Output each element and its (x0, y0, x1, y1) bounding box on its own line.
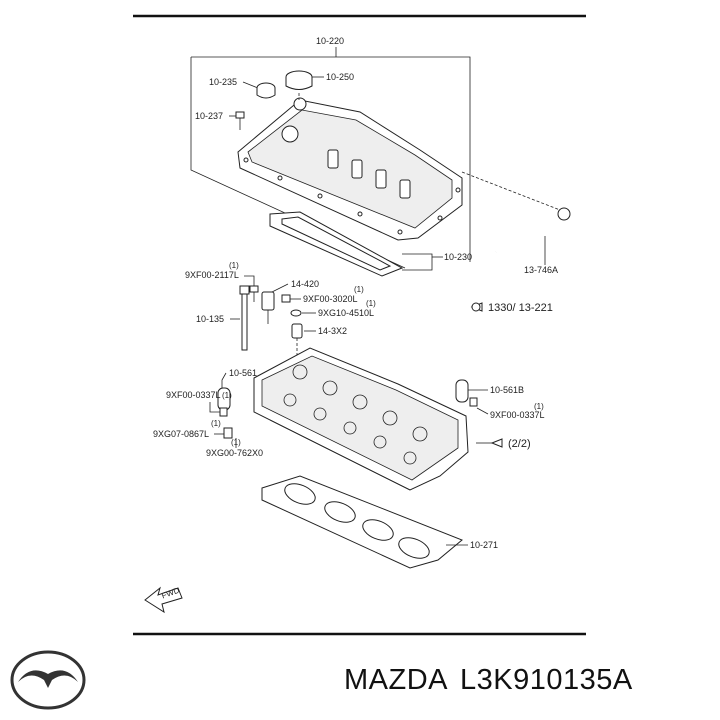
part-10-561: 10-561 (217, 368, 257, 411)
label-10-235: 10-235 (209, 77, 237, 87)
head-bolt-part: 10-135 (196, 285, 250, 351)
label-9xf00-3020l: 9XF00-3020L (303, 294, 358, 304)
bolt-9xg10-4510l: (1) 9XG10-4510L (290, 299, 376, 318)
part-number: L3K910135A (460, 664, 633, 696)
qty-0337l-left: (1) (222, 391, 232, 400)
label-10-271: 10-271 (470, 540, 498, 550)
label-10-230: 10-230 (444, 252, 472, 262)
label-9xf00-0337l-right: 9XF00-0337L (490, 410, 545, 420)
label-10-250: 10-250 (326, 72, 354, 82)
part-10-561b: 10-561B (455, 379, 524, 403)
label-9xf00-0337l-left: 9XF00-0337L (166, 390, 221, 400)
qty-4510l: (1) (366, 299, 376, 308)
fwd-arrow-icon: FWD (144, 586, 183, 614)
label-10-135: 10-135 (196, 314, 224, 324)
label-2-2: (2/2) (508, 438, 531, 450)
head-gasket-part: 10-271 (261, 475, 498, 569)
mazda-logo-icon (10, 650, 86, 710)
label-13-746a: 13-746A (524, 265, 558, 275)
qty-3020l: (1) (354, 285, 364, 294)
qty-2117l: (1) (229, 261, 239, 270)
label-14-420: 14-420 (291, 279, 319, 289)
cylinder-head (253, 347, 469, 491)
label-10-237: 10-237 (195, 111, 223, 121)
qty-0337l-right: (1) (534, 402, 544, 411)
label-10-561: 10-561 (229, 368, 257, 378)
part-14-3x2: 14-3X2 (291, 323, 347, 360)
footer-part-number: MAZDA L3K910135A (344, 664, 645, 697)
bolt-9xg07-0867l: (1) 9XG07-0867L (153, 419, 233, 439)
label-14-3x2: 14-3X2 (318, 326, 347, 336)
label-9xg10-4510l: 9XG10-4510L (318, 308, 374, 318)
pcv-hose-part: 13-746A (461, 171, 571, 275)
part-14-420: 14-420 (261, 279, 319, 324)
cover-bolt-part: 10-237 (195, 111, 245, 130)
ref-1330: 1330/ 13-221 (470, 302, 553, 314)
bolt-9xg00-762x0: (1) 9XG00-762X0 (206, 438, 263, 458)
label-9xg07-0867l: 9XG07-0867L (153, 429, 209, 439)
brand-name: MAZDA (344, 664, 448, 696)
ref-2-2: (2/2) (476, 438, 531, 450)
oil-cap-part: 10-235 (209, 77, 276, 99)
label-10-220: 10-220 (316, 36, 344, 46)
qty-0867l: (1) (211, 419, 221, 428)
valve-cover (237, 97, 463, 241)
bolt-9xf00-0337l-right: 9XF00-0337L (1) (469, 397, 545, 420)
bolt-9xf00-0337l-left: 9XF00-0337L (1) (166, 390, 232, 417)
label-1330: 1330/ 13-221 (488, 302, 553, 314)
label-9xf00-2117l: 9XF00-2117L (185, 270, 239, 280)
label-10-561b: 10-561B (490, 385, 524, 395)
label-9xg00-762x0: 9XG00-762X0 (206, 448, 263, 458)
cover-gasket-part: 10-230 (269, 211, 472, 277)
bolt-9xf00-3020l: (1) 9XF00-3020L (281, 285, 364, 304)
bolt-9xf00-2117l: (1) 9XF00-2117L (185, 261, 259, 302)
filler-cap-part: 10-250 (285, 70, 354, 100)
